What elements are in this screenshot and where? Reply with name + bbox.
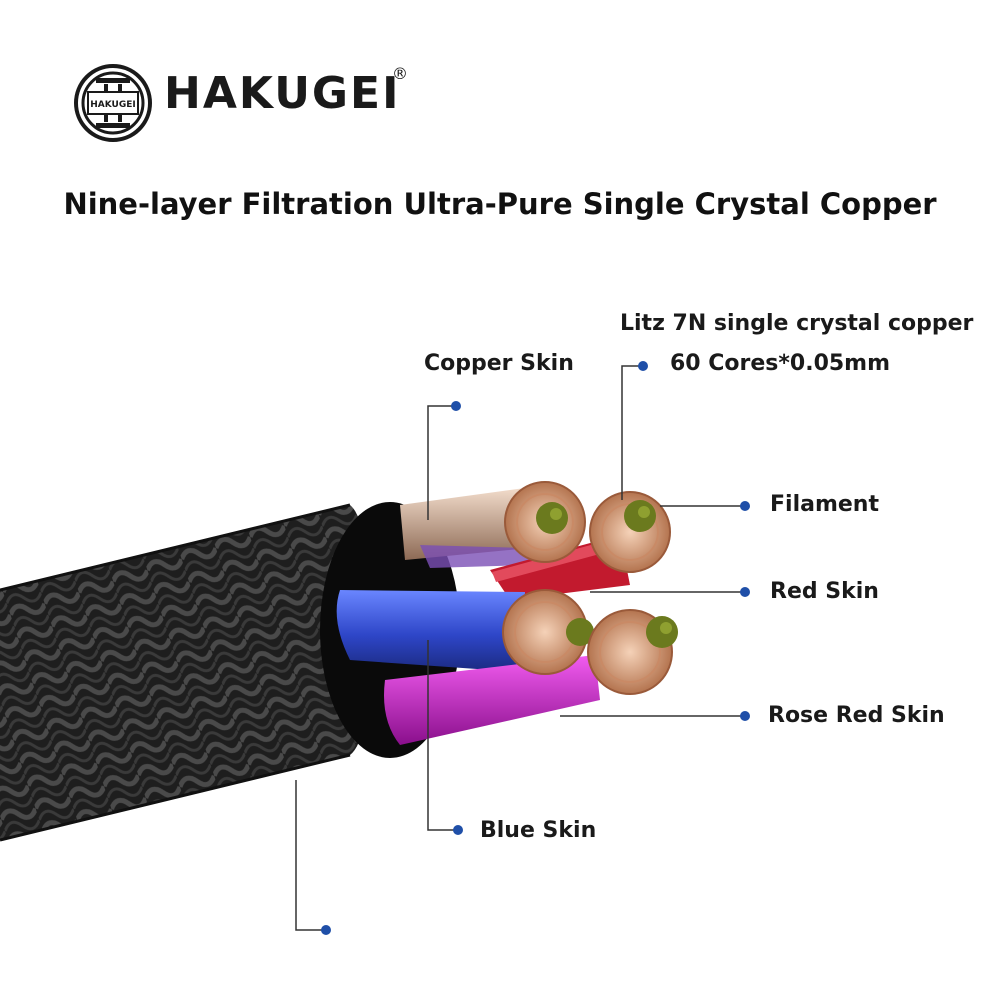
callout-dot-braid [321,925,331,935]
logo-badge-text: HAKUGEI [90,100,136,110]
strand-bundle-top-left [504,481,586,563]
label-filament: Filament [770,492,879,517]
registered-mark: ® [392,64,408,83]
strand-bundle-bottom-right [587,609,678,695]
callout-lines [295,365,745,931]
callout-line-blue-skin [427,640,456,831]
callout-dots [321,361,750,935]
headline: Nine-layer Filtration Ultra-Pure Single … [63,187,937,221]
rose-red-skin-wire [384,655,600,745]
callout-dot-red-skin [740,587,750,597]
callout-line-braid [295,780,326,931]
label-conductor-line2: 60 Cores*0.05mm [670,351,891,376]
callout-line-conductor [621,365,640,500]
label-blue-skin: Blue Skin [480,818,597,843]
callout-dot-copper-skin [451,401,461,411]
callout-dot-blue-skin [453,825,463,835]
strand-bundle-bottom-left [502,589,594,675]
hakugei-logo-icon: HAKUGEI [74,64,152,142]
callout-dot-conductor [638,361,648,371]
label-rose-red-skin: Rose Red Skin [768,703,945,728]
callout-dot-rose-red-skin [740,711,750,721]
brand-name: HAKUGEI [164,68,401,119]
label-copper-skin: Copper Skin [424,351,574,376]
callout-dot-filament [740,501,750,511]
braided-jacket [0,503,372,842]
strand-bundle-top-right [589,491,671,573]
blue-skin-wire [336,590,525,672]
callout-line-copper-skin [427,405,456,520]
copper-skin-wire [400,488,530,568]
label-red-skin: Red Skin [770,579,879,604]
label-conductor-line1: Litz 7N single crystal copper [620,311,974,336]
